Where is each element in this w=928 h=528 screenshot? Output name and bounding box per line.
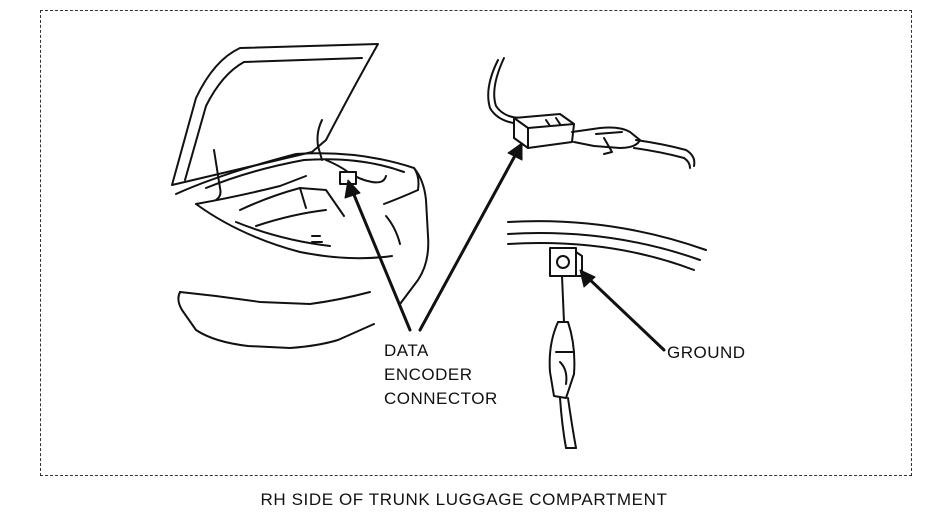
label-data: DATA	[384, 341, 429, 360]
figure-frame	[40, 10, 912, 476]
test-clip	[571, 126, 641, 149]
ground-point-detail	[507, 220, 707, 449]
label-ground: GROUND	[667, 343, 746, 362]
ground-clip	[548, 321, 576, 399]
arrow-to-ground	[584, 274, 666, 352]
label-connector: CONNECTOR	[384, 389, 498, 408]
car-rear-drawing	[171, 43, 430, 349]
rear-bumper	[177, 291, 375, 349]
figure-caption: RH SIDE OF TRUNK LUGGAGE COMPARTMENT	[260, 490, 668, 509]
ground-bracket	[549, 247, 577, 277]
trunk-lid	[171, 43, 379, 186]
leader-arrows	[344, 142, 666, 352]
trunk-opening	[175, 152, 420, 195]
arrow-to-trunk-connector	[350, 188, 412, 332]
arrow-to-detail-connector	[418, 150, 519, 332]
label-encoder: ENCODER	[384, 365, 473, 384]
connector-body	[513, 113, 575, 149]
data-encoder-connector-detail	[487, 57, 696, 169]
